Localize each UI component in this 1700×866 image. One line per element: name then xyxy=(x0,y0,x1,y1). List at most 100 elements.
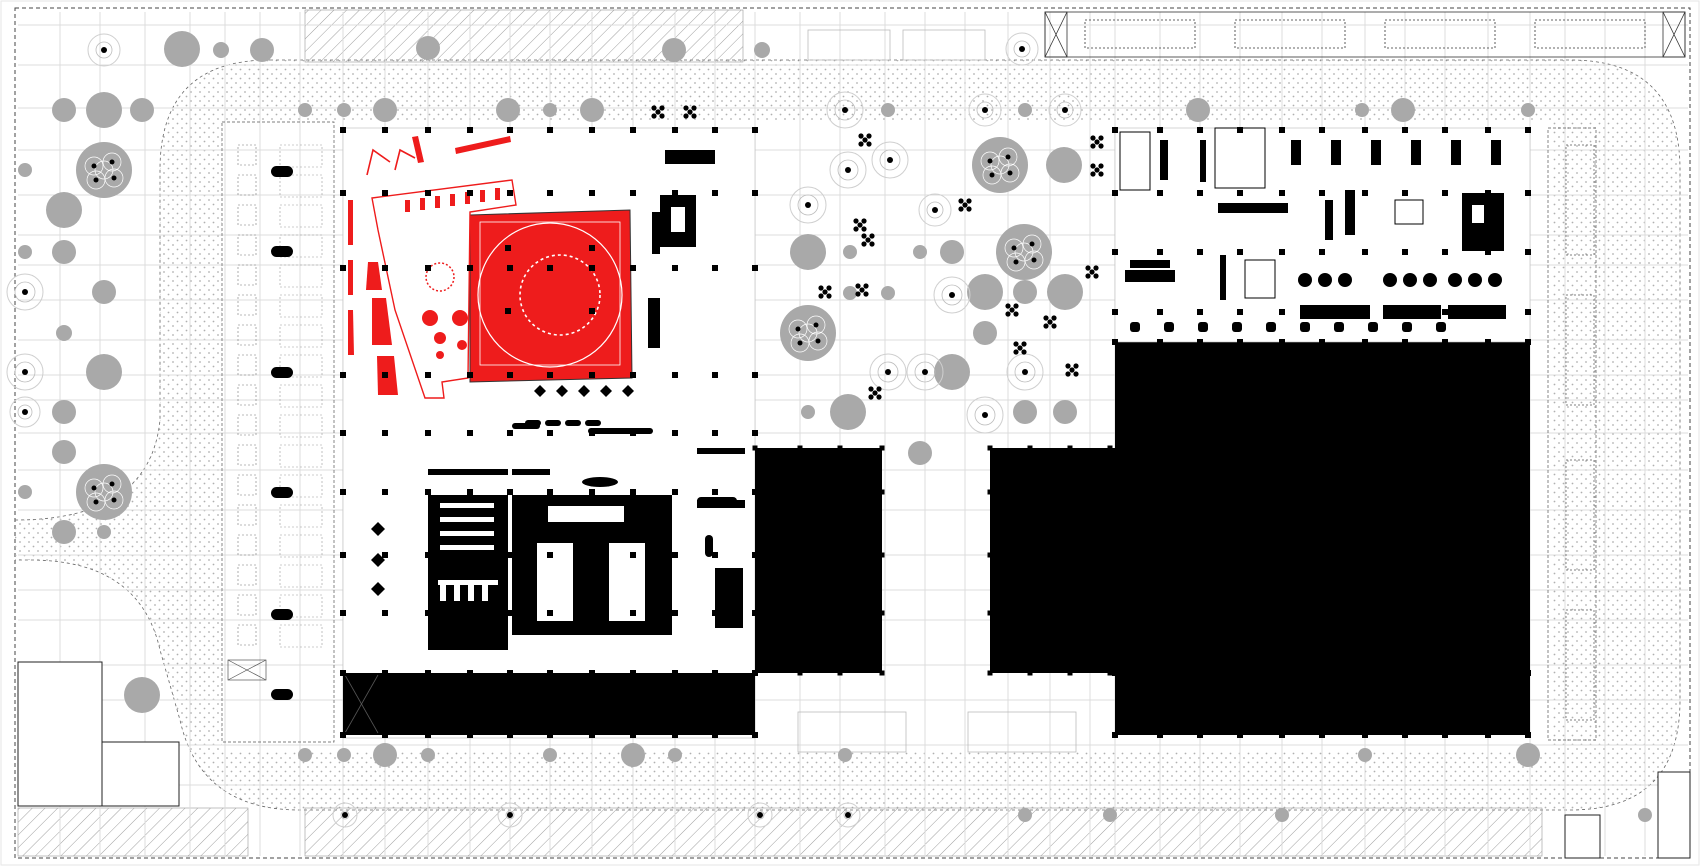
seating-cluster xyxy=(868,394,874,400)
seating-cluster xyxy=(861,218,867,224)
tree-canopy-ring xyxy=(1014,361,1036,383)
column xyxy=(1237,249,1243,255)
tree xyxy=(1103,808,1117,822)
seating-cluster xyxy=(855,291,861,297)
column xyxy=(1485,190,1491,196)
hall-panel xyxy=(537,543,573,621)
stair xyxy=(1119,131,1151,191)
tree xyxy=(298,748,312,762)
tree xyxy=(754,42,770,58)
parking-bay xyxy=(279,384,323,408)
tree-trunk xyxy=(91,485,97,491)
column xyxy=(1067,552,1073,558)
tree xyxy=(668,748,682,762)
tree xyxy=(18,163,32,177)
tree xyxy=(1018,808,1032,822)
tree-cluster xyxy=(972,137,1028,193)
tree xyxy=(1013,400,1037,424)
column xyxy=(507,127,513,133)
column xyxy=(1107,610,1113,616)
round-table xyxy=(1298,273,1312,287)
column xyxy=(1362,249,1368,255)
column xyxy=(467,489,473,495)
column xyxy=(672,732,678,738)
column xyxy=(879,445,885,451)
seating-cluster xyxy=(1094,167,1100,173)
seating-cluster xyxy=(651,105,657,111)
east-strip xyxy=(1547,127,1597,741)
tree xyxy=(934,354,970,390)
tree xyxy=(1638,808,1652,822)
column xyxy=(630,732,636,738)
column xyxy=(837,489,843,495)
column xyxy=(382,372,388,378)
bench xyxy=(468,583,474,601)
column xyxy=(1112,190,1118,196)
seating-cluster xyxy=(1093,265,1099,271)
tree-trunk xyxy=(1031,257,1037,263)
column xyxy=(547,670,553,676)
tree xyxy=(52,240,76,264)
column xyxy=(589,552,595,558)
seating-cluster xyxy=(659,113,665,119)
seating-cluster xyxy=(1005,303,1011,309)
tree xyxy=(801,405,815,419)
column xyxy=(589,610,595,616)
tree xyxy=(790,234,826,270)
tree-trunk xyxy=(1062,107,1068,113)
bench xyxy=(545,420,561,426)
tree-canopy-ring xyxy=(797,194,819,216)
desk-pair xyxy=(1411,140,1421,165)
column xyxy=(1525,732,1531,738)
seating-cluster xyxy=(1013,349,1019,355)
column xyxy=(1107,489,1113,495)
solid-mass-crosses xyxy=(344,674,379,734)
column xyxy=(1067,489,1073,495)
seating-cluster xyxy=(826,293,832,299)
tree xyxy=(130,98,154,122)
tree-trunk xyxy=(93,499,99,505)
tree-canopy-ring xyxy=(933,276,971,314)
column xyxy=(1027,610,1033,616)
tree xyxy=(213,42,229,58)
column xyxy=(1237,339,1243,345)
chair xyxy=(1300,322,1310,332)
seating-cluster xyxy=(958,198,964,204)
column xyxy=(507,430,513,436)
column xyxy=(1027,489,1033,495)
column xyxy=(712,265,718,271)
tree-canopy-ring xyxy=(968,93,1002,127)
sofa xyxy=(582,477,618,487)
column xyxy=(1237,309,1243,315)
column xyxy=(1402,670,1408,676)
column xyxy=(837,610,843,616)
parking-slot xyxy=(237,504,257,526)
seating-cluster xyxy=(1013,311,1019,317)
column xyxy=(1112,732,1118,738)
column xyxy=(752,265,758,271)
column xyxy=(752,670,758,676)
column xyxy=(1157,127,1163,133)
column xyxy=(1525,127,1531,133)
long-table xyxy=(1125,270,1175,282)
tree-trunk xyxy=(1019,46,1025,52)
column xyxy=(1197,670,1203,676)
seating-cluster xyxy=(1085,265,1091,271)
meeting-room xyxy=(1244,259,1276,299)
column xyxy=(752,190,758,196)
column xyxy=(1107,552,1113,558)
seating-cluster xyxy=(869,233,875,239)
seating-cluster xyxy=(1089,269,1095,275)
column xyxy=(1112,339,1118,345)
column xyxy=(797,670,803,676)
tree-trunk xyxy=(932,207,938,213)
column xyxy=(712,372,718,378)
tree xyxy=(337,103,351,117)
seating-cluster xyxy=(655,109,661,115)
column xyxy=(797,610,803,616)
column xyxy=(1107,445,1113,451)
tree-canopy-ring xyxy=(966,396,1004,434)
parking-top-right xyxy=(1044,11,1686,58)
column xyxy=(507,190,513,196)
